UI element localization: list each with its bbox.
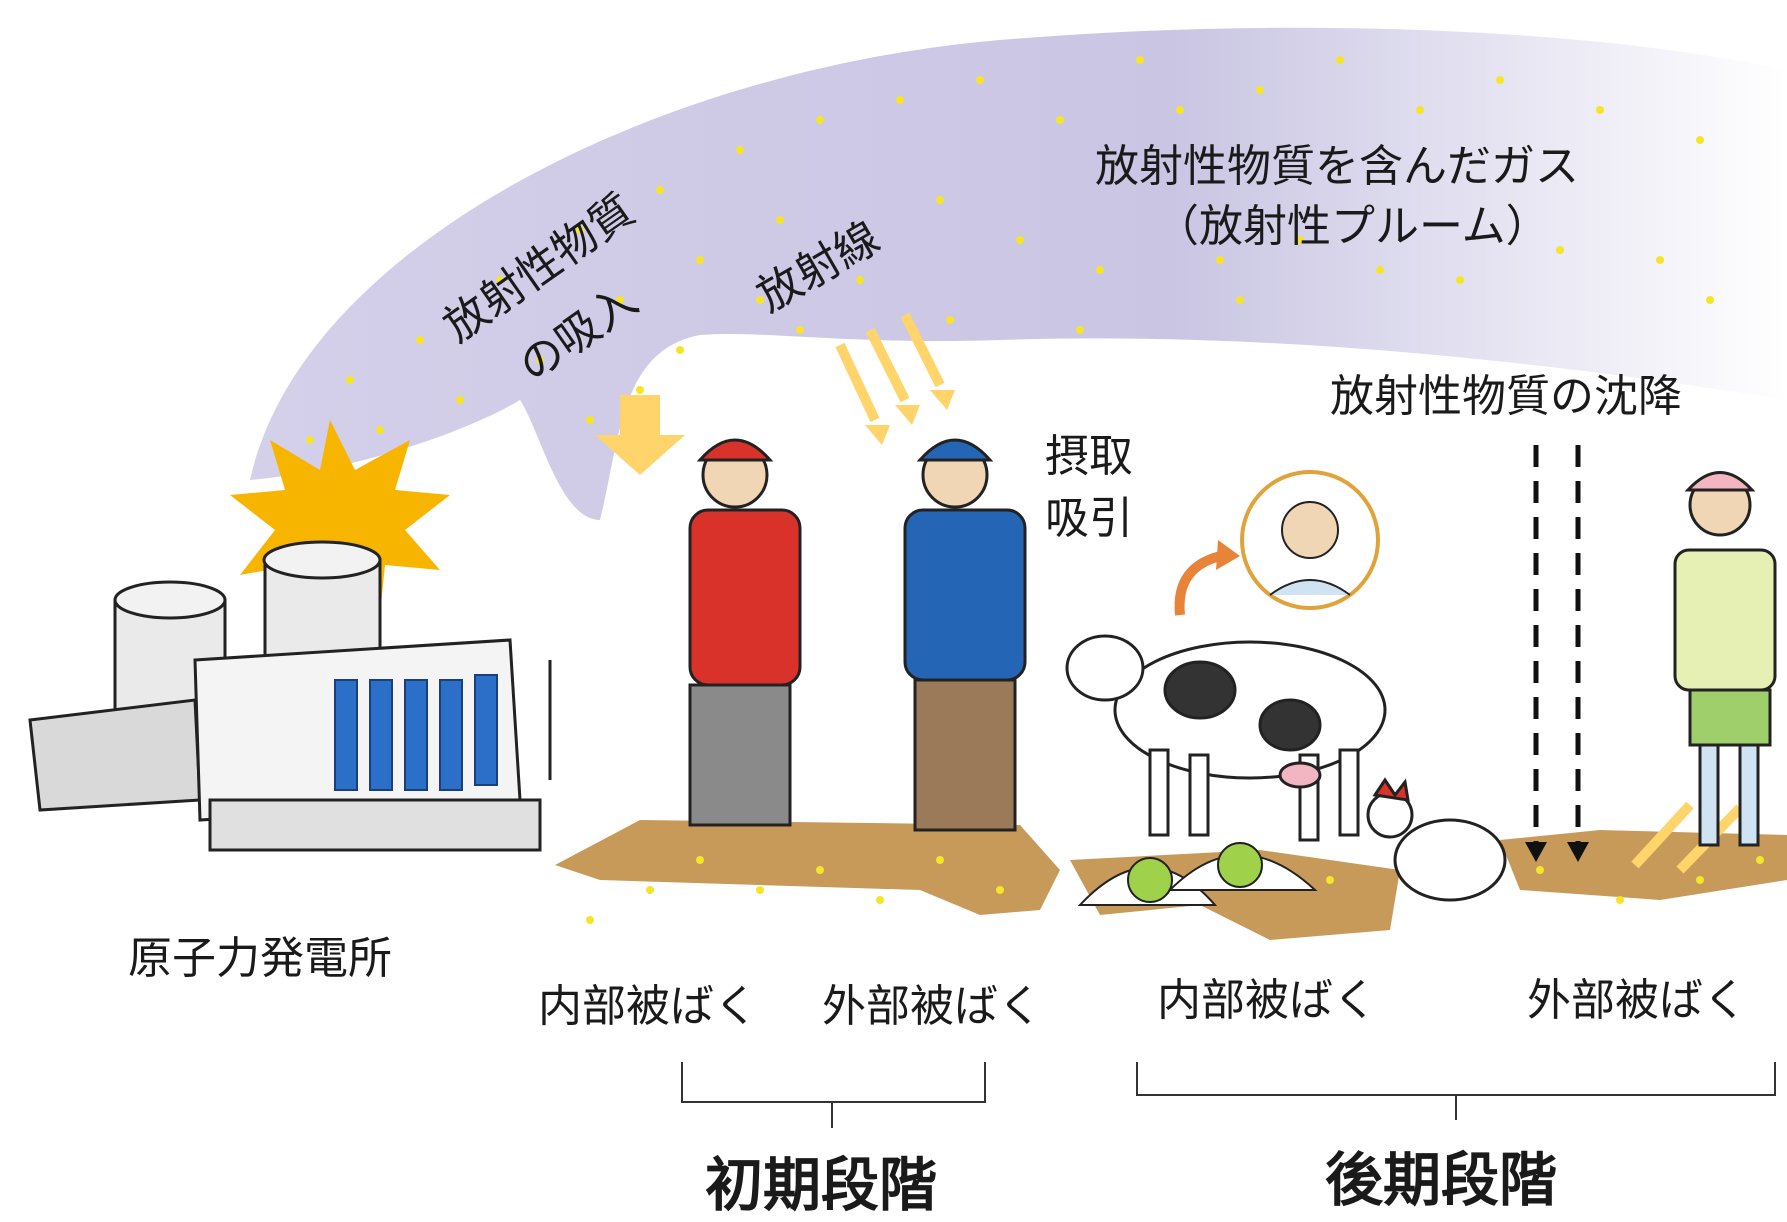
deposition-arrowheads xyxy=(1525,842,1589,862)
eating-person-icon xyxy=(1240,470,1380,610)
radioactive-particles xyxy=(306,56,1764,924)
woman-icon xyxy=(1673,471,1777,847)
early-phase-bracket xyxy=(681,1062,986,1128)
inhalation-arrow xyxy=(595,395,685,475)
intake-curved-arrowhead xyxy=(1216,540,1240,570)
late-external-exposure-label: 外部被ばく xyxy=(1527,975,1747,1026)
intake-label-line2: 吸引 xyxy=(1045,493,1133,544)
late-phase-bracket xyxy=(1136,1062,1776,1120)
radioactive-plume xyxy=(250,27,1787,521)
intake-label-line1: 摂取 xyxy=(1045,431,1133,482)
deposition-arrows xyxy=(1533,445,1581,845)
late-phase-label: 後期段階 xyxy=(1325,1146,1558,1214)
worker-blue-icon xyxy=(903,438,1027,832)
early-external-exposure-label: 外部被ばく xyxy=(822,981,1042,1032)
deposition-label: 放射性物質の沈降 xyxy=(1330,371,1682,422)
radiation-arrows xyxy=(835,312,945,423)
power-plant-icon xyxy=(28,540,552,852)
late-internal-exposure-label: 内部被ばく xyxy=(1157,975,1377,1026)
plume-label-line2: （放射性プルーム） xyxy=(1155,201,1550,252)
chicken-icon xyxy=(1366,777,1507,902)
radiation-arrowheads xyxy=(865,390,955,445)
cow-icon xyxy=(1065,634,1387,842)
intake-curved-arrow xyxy=(1174,550,1227,616)
power-plant-label: 原子力発電所 xyxy=(128,933,392,984)
plume-label-line1: 放射性物質を含んだガス xyxy=(1095,141,1579,192)
vegetables-icon xyxy=(1077,842,1318,906)
early-phase-label: 初期段階 xyxy=(705,1151,938,1219)
early-internal-exposure-label: 内部被ばく xyxy=(538,981,758,1032)
worker-red-icon xyxy=(688,438,802,827)
